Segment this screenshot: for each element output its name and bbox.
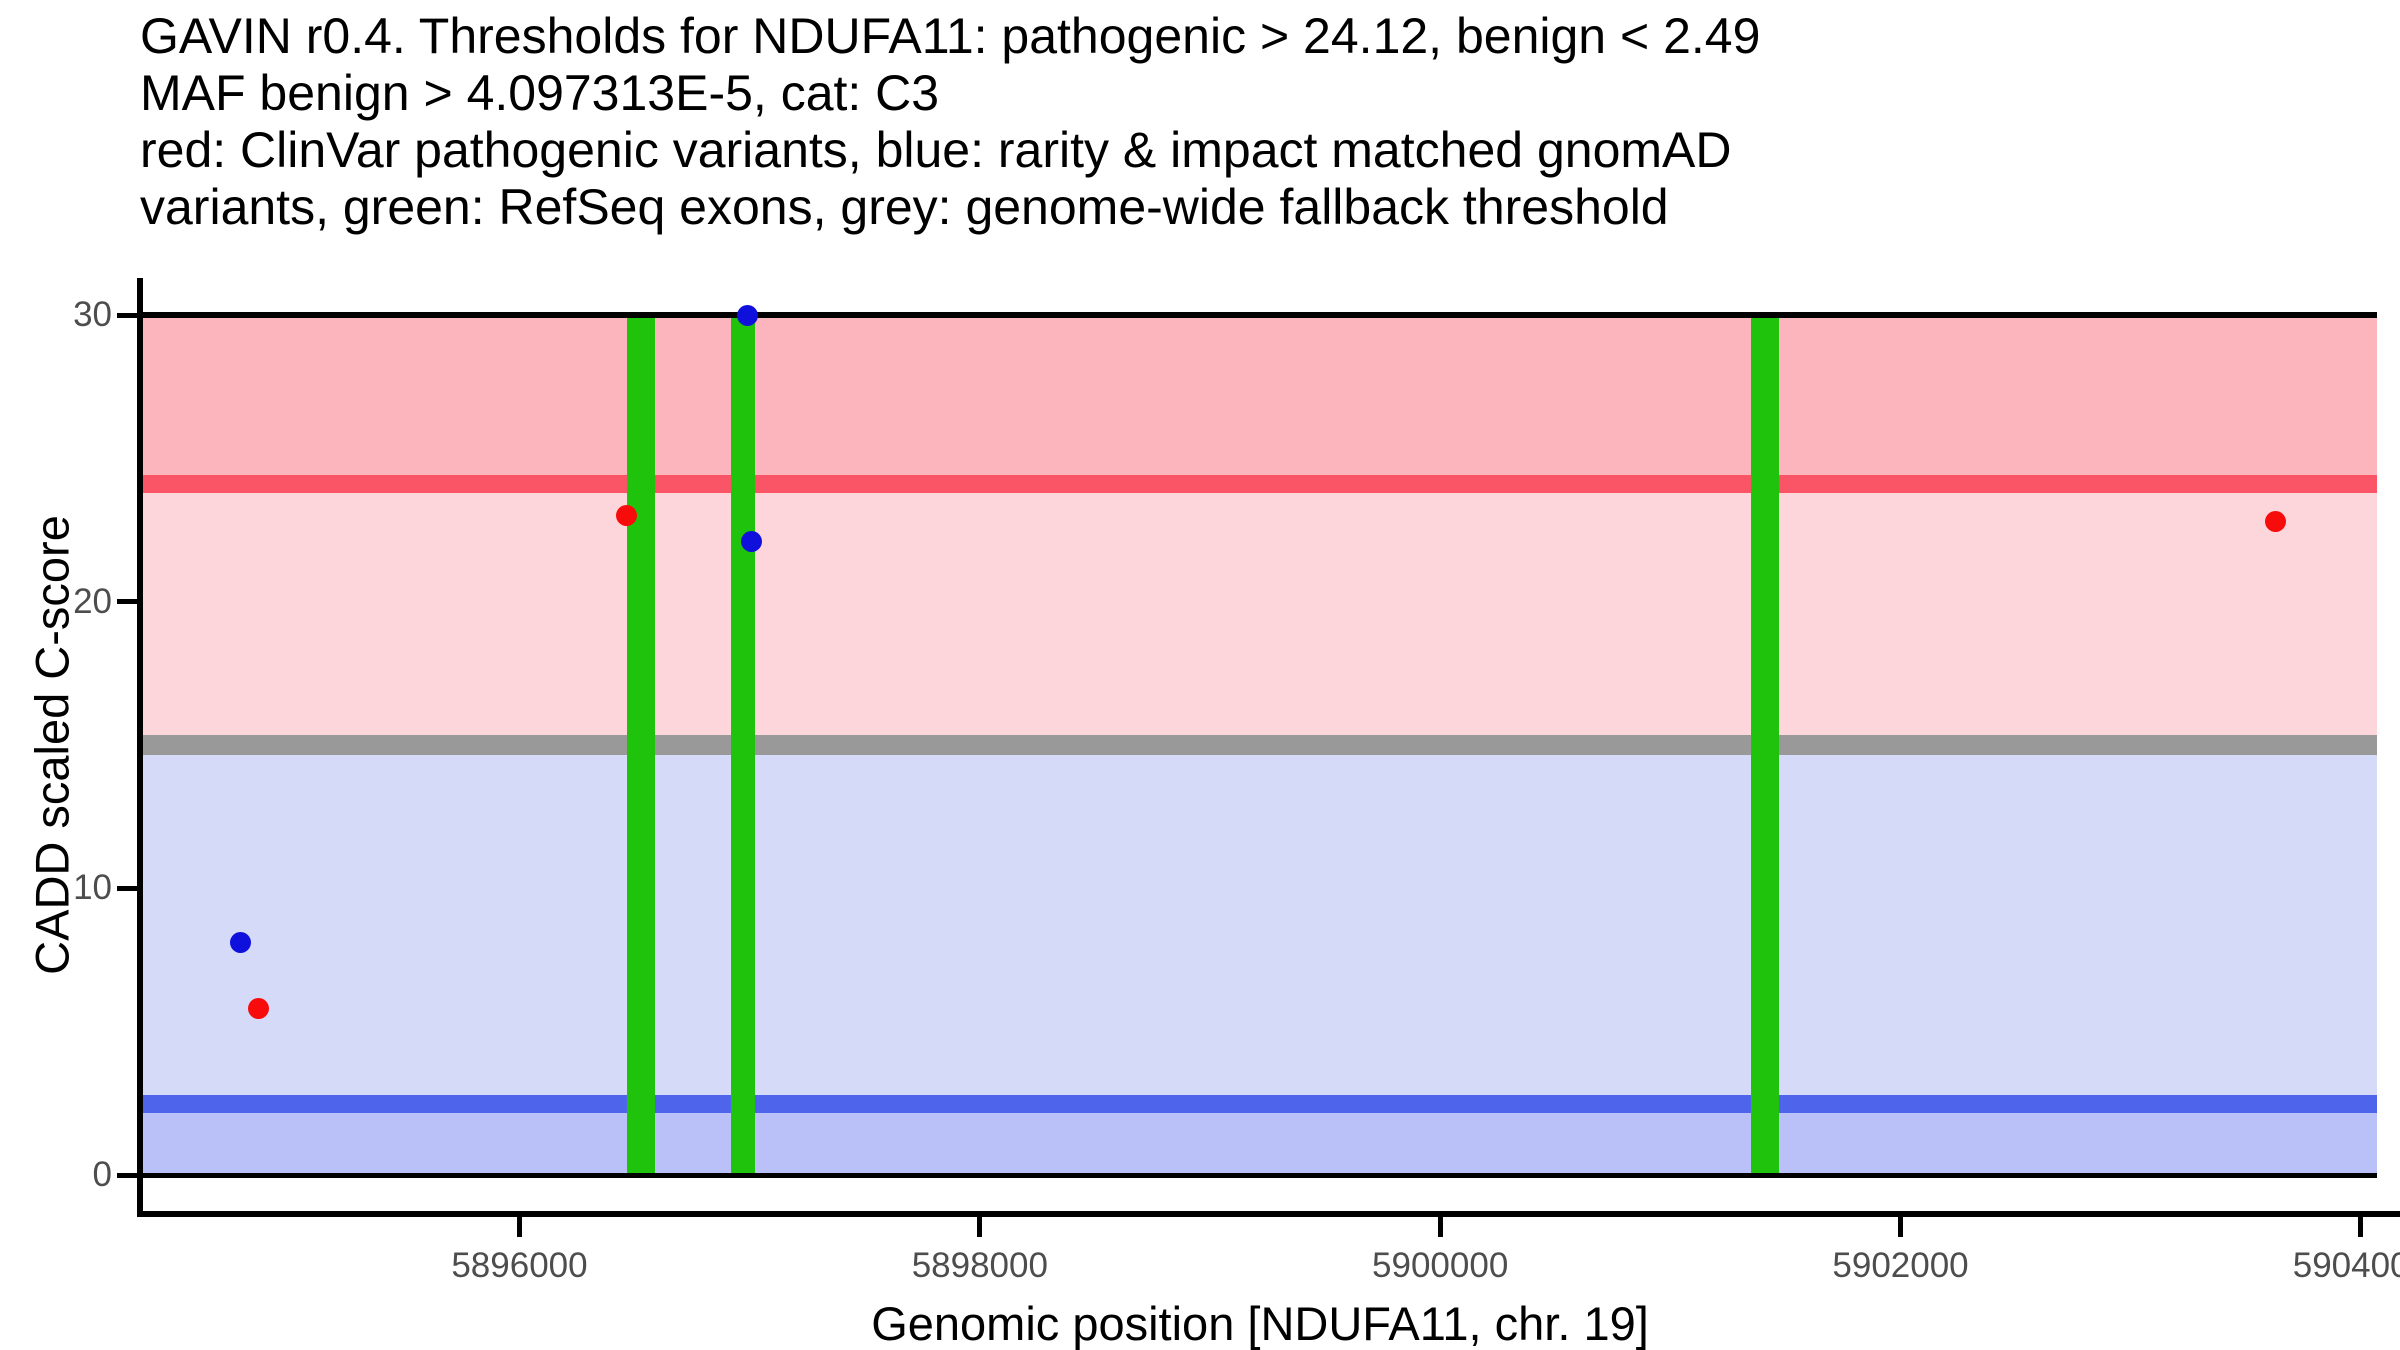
title-line-3: red: ClinVar pathogenic variants, blue: …	[140, 122, 1732, 178]
band-vus-lower-zone	[142, 745, 2377, 1104]
x-tick-label: 5900000	[1372, 1246, 1509, 1285]
refseq-exon-bar	[1751, 315, 1780, 1175]
y-tick-label: 10	[73, 868, 112, 908]
y-tick-label: 0	[92, 1155, 112, 1194]
gnomad-variant-point	[737, 304, 759, 326]
gnomad-variant-point	[229, 932, 251, 954]
band-benign-zone	[142, 1103, 2377, 1175]
x-axis-title: Genomic position [NDUFA11, chr. 19]	[871, 1297, 1649, 1350]
x-tick	[1898, 1217, 1904, 1237]
y-tick	[117, 885, 137, 891]
gnomad-variant-point	[741, 530, 763, 552]
panel-border-top	[142, 312, 2377, 318]
x-tick	[977, 1217, 983, 1237]
benign-threshold-line	[142, 1094, 2377, 1113]
y-tick	[117, 312, 137, 318]
y-tick-label: 30	[73, 295, 112, 334]
x-axis-line	[137, 1211, 2400, 1217]
x-tick	[1437, 1217, 1443, 1237]
title-line-4: variants, green: RefSeq exons, grey: gen…	[140, 179, 1669, 235]
panel-border-bottom	[142, 1172, 2377, 1178]
band-pathogenic-zone	[142, 315, 2377, 484]
y-tick	[117, 1172, 137, 1178]
fallback-threshold-line	[142, 735, 2377, 755]
clinvar-variant-point	[616, 505, 638, 527]
x-tick-label: 5904000	[2292, 1246, 2400, 1285]
x-tick	[2358, 1217, 2364, 1237]
clinvar-variant-point	[247, 998, 269, 1020]
x-tick-label: 5896000	[451, 1246, 588, 1285]
plot-title: GAVIN r0.4. Thresholds for NDUFA11: path…	[140, 8, 1760, 236]
x-tick	[516, 1217, 522, 1237]
y-tick	[117, 599, 137, 605]
x-tick-label: 5902000	[1832, 1246, 1969, 1285]
title-line-2: MAF benign > 4.097313E-5, cat: C3	[140, 65, 940, 121]
band-vus-upper-zone	[142, 483, 2377, 745]
refseq-exon-bar	[626, 315, 655, 1175]
clinvar-variant-point	[2265, 510, 2287, 532]
refseq-exon-bar	[730, 315, 755, 1175]
pathogenic-threshold-line	[142, 474, 2377, 493]
x-tick-label: 5898000	[911, 1246, 1048, 1285]
title-line-1: GAVIN r0.4. Thresholds for NDUFA11: path…	[140, 8, 1761, 64]
y-axis-line	[137, 278, 143, 1217]
y-tick-label: 20	[73, 581, 112, 621]
